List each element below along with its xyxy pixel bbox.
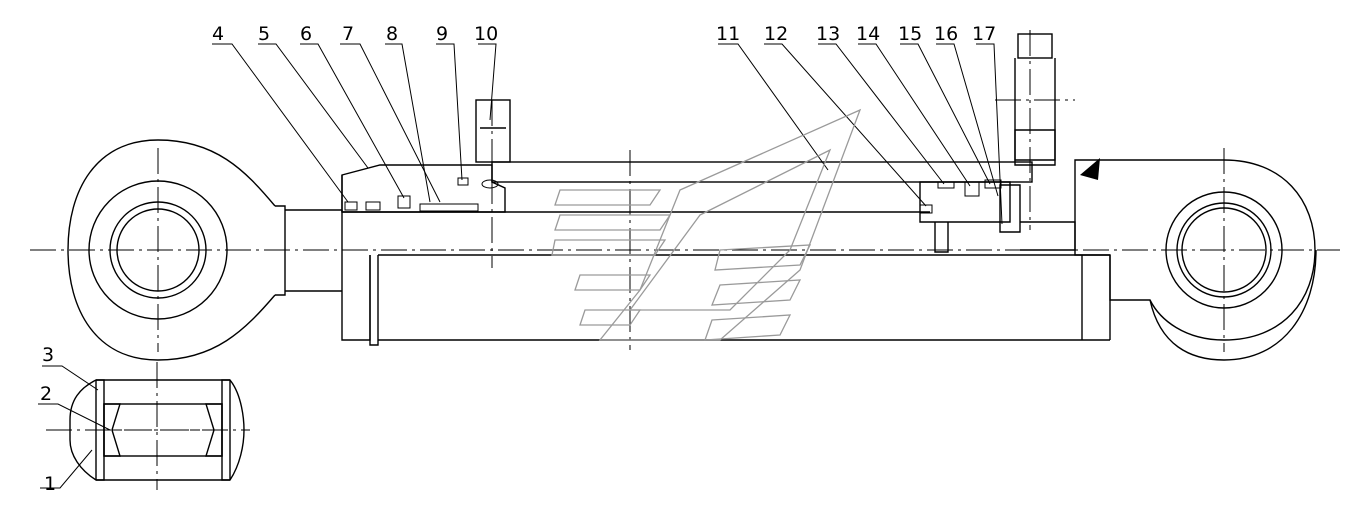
part-label-12: 12 bbox=[764, 23, 788, 45]
part-label-9: 9 bbox=[436, 23, 448, 45]
cylinder-body bbox=[341, 33, 1317, 361]
part-label-8: 8 bbox=[386, 23, 398, 45]
part-label-10: 10 bbox=[474, 23, 498, 45]
part-label-2: 2 bbox=[40, 383, 52, 405]
part-labels: 1 2 3 4 5 6 7 8 9 10 11 12 13 14 15 16 1… bbox=[40, 23, 996, 495]
part-label-7: 7 bbox=[342, 23, 354, 45]
part-label-4: 4 bbox=[212, 23, 224, 45]
part-label-6: 6 bbox=[300, 23, 312, 45]
part-label-3: 3 bbox=[42, 344, 54, 366]
part-label-16: 16 bbox=[934, 23, 958, 45]
part-label-13: 13 bbox=[816, 23, 840, 45]
leader-lines bbox=[38, 43, 1003, 489]
rod-end-eye bbox=[67, 139, 342, 361]
part-label-1: 1 bbox=[44, 473, 56, 495]
part-label-15: 15 bbox=[898, 23, 922, 45]
part-label-11: 11 bbox=[716, 23, 740, 45]
part-label-17: 17 bbox=[972, 23, 996, 45]
watermark-logo bbox=[551, 108, 862, 341]
detail-view bbox=[69, 379, 245, 481]
part-label-5: 5 bbox=[258, 23, 270, 45]
part-label-14: 14 bbox=[856, 23, 880, 45]
